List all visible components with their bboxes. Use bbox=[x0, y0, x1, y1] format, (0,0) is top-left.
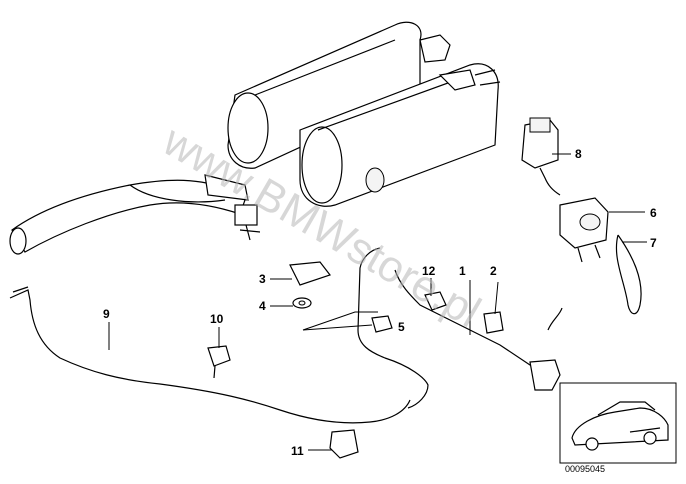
vacuum-valve-8 bbox=[521, 117, 561, 196]
car-thumbnail: 00095045 bbox=[559, 382, 677, 474]
bracket-3 bbox=[289, 261, 331, 286]
hose-assembly-1 bbox=[357, 247, 563, 409]
callout-3: 3 bbox=[259, 272, 266, 286]
nut-5 bbox=[371, 315, 393, 333]
washer-4 bbox=[292, 297, 312, 309]
callout-7: 7 bbox=[650, 236, 657, 250]
diagram-code: 00095045 bbox=[565, 464, 605, 474]
exhaust-assembly bbox=[9, 21, 501, 255]
callout-5: 5 bbox=[398, 320, 405, 334]
callout-6: 6 bbox=[650, 206, 657, 220]
callout-2: 2 bbox=[490, 264, 497, 278]
callouts: 1 2 3 4 5 6 7 8 9 10 11 12 bbox=[103, 147, 657, 458]
pressure-converter-6 bbox=[559, 197, 609, 263]
callout-8: 8 bbox=[575, 147, 582, 161]
callout-11: 11 bbox=[291, 444, 304, 458]
leader-lines bbox=[108, 153, 647, 451]
callout-12: 12 bbox=[422, 264, 436, 278]
hose-7 bbox=[615, 234, 642, 315]
clamp-12 bbox=[424, 291, 447, 311]
clip-2 bbox=[483, 311, 504, 334]
clip-11 bbox=[329, 429, 359, 459]
clip-10 bbox=[207, 345, 231, 379]
callout-1: 1 bbox=[459, 264, 466, 278]
callout-9: 9 bbox=[103, 307, 110, 321]
hose-9 bbox=[9, 286, 411, 424]
callout-4: 4 bbox=[259, 299, 266, 313]
callout-10: 10 bbox=[210, 312, 224, 326]
